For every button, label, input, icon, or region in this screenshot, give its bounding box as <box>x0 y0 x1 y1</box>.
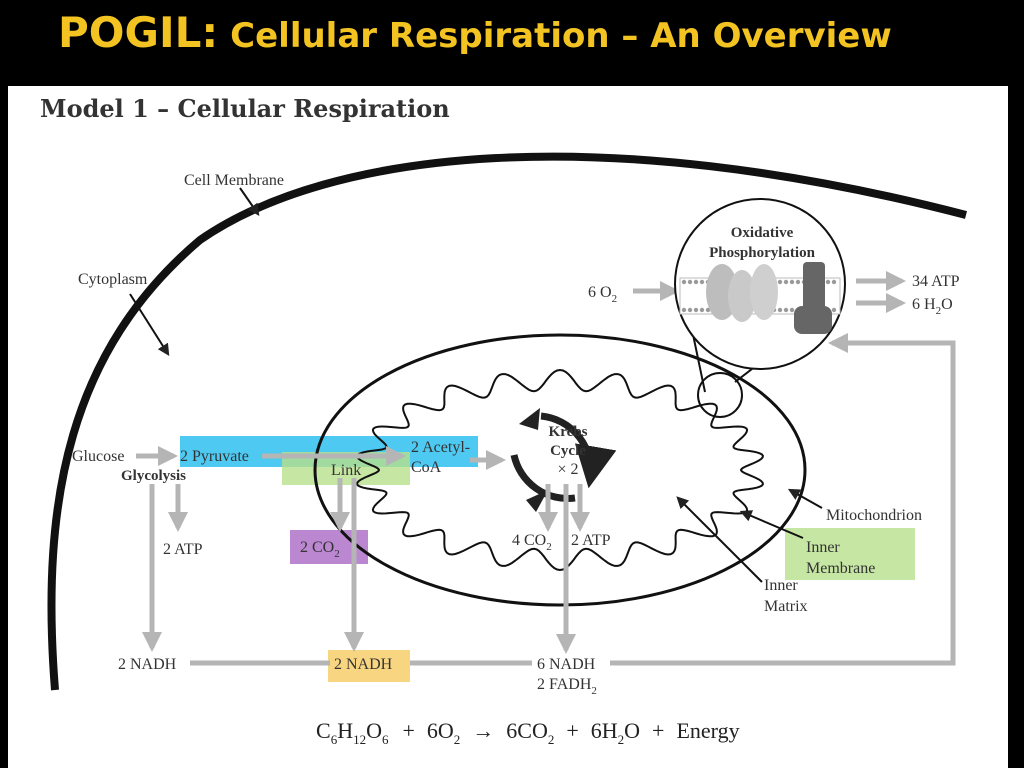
mitochondrion-pointer <box>787 488 823 509</box>
mitochondrion-zoom-circle <box>697 372 743 418</box>
lipid-head <box>699 307 705 313</box>
lipid-head <box>705 307 711 313</box>
label-co2-link: 2 CO2 <box>300 539 340 560</box>
lipid-head <box>831 307 837 313</box>
mitochondrion-inner-membrane <box>356 368 764 572</box>
label-nadh-link: 2 NADH <box>334 656 393 673</box>
krebs-cycle-arc-right <box>540 412 617 489</box>
lipid-head <box>681 307 687 313</box>
lipid-head <box>783 279 789 285</box>
label-krebs-times: × 2 <box>557 461 578 478</box>
lipid-head <box>789 307 795 313</box>
label-o2-in: 6 O2 <box>588 284 617 305</box>
label-link: Link <box>331 462 361 479</box>
overall-equation: C6H12O6+6O2→6CO2+6H2O+Energy <box>316 718 740 747</box>
inner-membrane-pointer <box>739 510 804 539</box>
lipid-head <box>687 279 693 285</box>
label-nadh-glycolysis: 2 NADH <box>118 656 177 673</box>
label-co2-krebs: 4 CO2 <box>512 532 552 553</box>
lipid-head <box>777 307 783 313</box>
highlight-nadh-link <box>328 650 410 682</box>
label-atp-out: 34 ATP <box>912 273 960 290</box>
label-inner-matrix-line1: Inner <box>764 577 798 594</box>
lipid-head <box>789 279 795 285</box>
atp-synthase <box>803 262 825 310</box>
slide-title: POGIL: Cellular Respiration – An Overview <box>58 8 892 57</box>
lipid-head <box>693 279 699 285</box>
inner-matrix-pointer <box>676 496 763 583</box>
lipid-head <box>681 279 687 285</box>
lipid-head <box>795 279 801 285</box>
label-inner-membrane-line2: Membrane <box>806 560 875 577</box>
lipid-head <box>783 307 789 313</box>
mitochondrion-outer-membrane <box>313 333 807 607</box>
label-oxphos-line1: Oxidative <box>731 225 794 241</box>
krebs-cycle-arrowhead-top <box>519 408 540 430</box>
label-nadh-krebs: 6 NADH <box>537 656 596 673</box>
lipid-head <box>831 279 837 285</box>
lipid-head <box>693 307 699 313</box>
lipid-head <box>687 307 693 313</box>
label-atp-krebs: 2 ATP <box>571 532 611 549</box>
label-atp-glycolysis: 2 ATP <box>163 541 203 558</box>
label-acetyl-line1: 2 Acetyl- <box>411 439 470 456</box>
cell-membrane-pointer <box>239 187 260 216</box>
oxidative-phosphorylation-inset <box>674 198 846 370</box>
label-cell-membrane: Cell Membrane <box>184 172 284 189</box>
model-title: Model 1 – Cellular Respiration <box>40 94 450 123</box>
protein-complex-3 <box>750 264 778 320</box>
label-mitochondrion: Mitochondrion <box>826 507 922 524</box>
label-cytoplasm: Cytoplasm <box>78 271 148 288</box>
label-pyruvate: 2 Pyruvate <box>180 448 249 465</box>
title-bar <box>0 0 1024 86</box>
lipid-head <box>777 279 783 285</box>
cell-membrane-curve <box>47 152 968 691</box>
atp-synthase-base <box>794 306 832 334</box>
label-inner-membrane-line1: Inner <box>806 539 840 556</box>
protein-complex-2 <box>728 270 756 322</box>
line-nadh-return <box>610 333 956 666</box>
slide-title-sub: Cellular Respiration – An Overview <box>230 16 892 56</box>
label-oxphos-line2: Phosphorylation <box>709 245 816 261</box>
slide-canvas <box>8 86 1008 768</box>
label-fadh2: 2 FADH2 <box>537 676 597 697</box>
lipid-head <box>825 279 831 285</box>
label-krebs-line1: Krebs <box>549 424 588 440</box>
label-inner-matrix-line2: Matrix <box>764 598 808 615</box>
label-krebs-line2: Cycle <box>550 443 586 459</box>
krebs-cycle-arrowhead-left <box>526 490 548 512</box>
slide-title-main: POGIL: <box>58 8 219 57</box>
highlight-inner-membrane <box>785 528 915 580</box>
flow-arrows <box>136 271 956 666</box>
cytoplasm-pointer <box>129 293 170 357</box>
label-glucose: Glucose <box>72 448 124 465</box>
label-glycolysis: Glycolysis <box>121 468 186 484</box>
label-acetyl-line2: CoA <box>411 459 442 476</box>
label-h2o-out: 6 H2O <box>912 296 953 317</box>
lipid-head <box>699 279 705 285</box>
